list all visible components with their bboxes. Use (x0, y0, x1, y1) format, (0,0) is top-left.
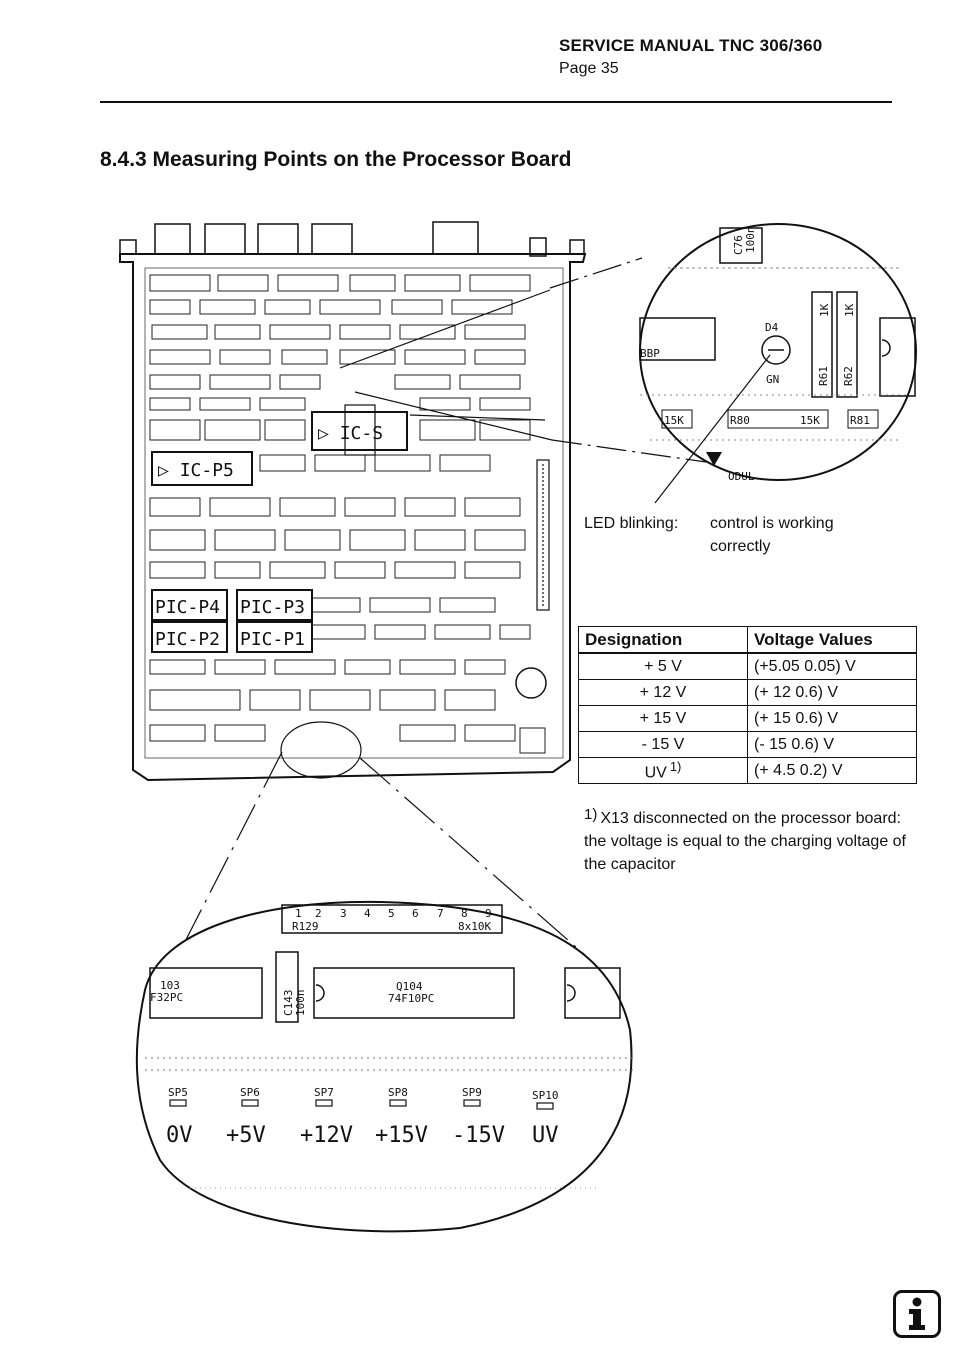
sp-label: SP10 (532, 1089, 559, 1102)
svg-text:5: 5 (388, 907, 395, 920)
voltage-plus12v: +12V (300, 1123, 353, 1148)
sp-label: SP7 (314, 1086, 334, 1099)
chip-label-pic-p4: PIC-P4 (155, 597, 220, 618)
table-header-row: Designation Voltage Values (578, 626, 917, 654)
svg-text:C143: C143 (282, 990, 295, 1017)
svg-text:3: 3 (340, 907, 347, 920)
svg-text:BBP: BBP (640, 347, 660, 360)
chip-pic-p2 (151, 621, 228, 653)
sp-label: SP8 (388, 1086, 408, 1099)
manual-title: SERVICE MANUAL TNC 306/360 (559, 36, 823, 55)
chip-pic-p3 (236, 589, 313, 621)
info-icon (893, 1290, 941, 1338)
voltage-cell: (+ 4.5 0.2) V (747, 757, 917, 784)
designation-cell: + 5 V (578, 652, 748, 680)
footnote-ref: 1) (669, 758, 682, 774)
table-row: + 5 V (+5.05 0.05) V (578, 652, 917, 680)
svg-text:1K: 1K (818, 303, 831, 317)
voltage-uv: UV (532, 1123, 559, 1148)
chip-ic-p5 (151, 451, 253, 486)
svg-text:R62: R62 (842, 366, 855, 386)
led-zoom-circle (639, 223, 917, 481)
table-row: - 15 V (- 15 0.6) V (578, 731, 917, 758)
svg-text:GN: GN (766, 373, 779, 386)
sp-label: SP9 (462, 1086, 482, 1099)
board-connectors (119, 221, 585, 257)
page-number: Page 35 (559, 60, 619, 77)
voltage-cell: (+ 15 0.6) V (747, 705, 917, 732)
points-zoom-circle (135, 900, 635, 1233)
svg-text:R61: R61 (817, 366, 830, 386)
board-edge-connector (536, 459, 550, 611)
chip-label-ic-s: ▷ IC-S (318, 423, 383, 444)
voltage-cell: (+ 12 0.6) V (747, 679, 917, 706)
board-outline (119, 253, 587, 782)
led-note-label: LED blinking: (584, 515, 679, 532)
svg-text:74F10PC: 74F10PC (388, 992, 434, 1005)
svg-text:8: 8 (461, 907, 468, 920)
voltage-cell: (+5.05 0.05) V (747, 652, 917, 680)
svg-text:1K: 1K (843, 303, 856, 317)
chip-label-pic-p3: PIC-P3 (240, 597, 305, 618)
footnote: 1)X13 disconnected on the processor boar… (584, 803, 914, 876)
info-glyph-icon (909, 1297, 925, 1330)
svg-text:103: 103 (160, 979, 180, 992)
sp-label: SP5 (168, 1086, 188, 1099)
board-ic-footprints (149, 274, 546, 754)
table-row: + 15 V (+ 15 0.6) V (578, 705, 917, 732)
voltage-plus15v: +15V (375, 1123, 428, 1148)
svg-text:R129: R129 (292, 920, 319, 933)
svg-text:4: 4 (364, 907, 371, 920)
led-note-text: control is working correctly (710, 515, 834, 555)
voltage-0v: 0V (166, 1123, 193, 1148)
svg-text:D4: D4 (765, 321, 779, 334)
measuring-points: SP5 SP6 SP7 SP8 SP9 SP10 0V +5V +12V +15… (166, 1086, 559, 1148)
board-battery (515, 667, 547, 699)
svg-text:9: 9 (485, 907, 492, 920)
zoom-lines-led (339, 257, 771, 504)
svg-text:15K: 15K (664, 414, 684, 427)
voltage-minus15v: -15V (452, 1123, 505, 1148)
chip-label-pic-p2: PIC-P2 (155, 629, 220, 650)
chip-pic-p4 (151, 589, 228, 621)
voltage-table: Designation Voltage Values + 5 V (+5.05 … (578, 626, 917, 784)
svg-text:ODUL: ODUL (728, 470, 755, 483)
svg-text:100n: 100n (294, 990, 307, 1017)
svg-text:7: 7 (437, 907, 444, 920)
chip-label-pic-p1: PIC-P1 (240, 629, 305, 650)
sp-label: SP6 (240, 1086, 260, 1099)
column-header: Designation (578, 626, 748, 654)
svg-text:6: 6 (412, 907, 419, 920)
svg-text:2: 2 (315, 907, 322, 920)
table-row: + 12 V (+ 12 0.6) V (578, 679, 917, 706)
svg-text:R80: R80 (730, 414, 750, 427)
svg-text:R81: R81 (850, 414, 870, 427)
section-title: 8.4.3 Measuring Points on the Processor … (100, 148, 572, 171)
svg-text:100n: 100n (744, 227, 757, 254)
svg-text:F32PC: F32PC (150, 991, 183, 1004)
designation-cell: + 15 V (578, 705, 748, 732)
svg-text:1: 1 (295, 907, 302, 920)
svg-text:8x10K: 8x10K (458, 920, 491, 933)
board-labelled-chips (151, 411, 408, 653)
designation-cell: - 15 V (578, 731, 748, 758)
designation-cell: + 12 V (578, 679, 748, 706)
chip-label-ic-p5: ▷ IC-P5 (158, 460, 234, 481)
voltage-plus5v: +5V (226, 1123, 266, 1148)
svg-text:15K: 15K (800, 414, 820, 427)
chip-ic-s (311, 411, 408, 451)
header-divider (100, 101, 892, 103)
column-header: Voltage Values (747, 626, 917, 654)
svg-text:C76: C76 (732, 235, 745, 255)
voltage-cell: (- 15 0.6) V (747, 731, 917, 758)
svg-text:Q104: Q104 (396, 980, 423, 993)
footnote-mark: 1) (584, 806, 598, 823)
footnote-text: X13 disconnected on the processor board:… (584, 810, 906, 873)
chip-pic-p1 (236, 621, 313, 653)
